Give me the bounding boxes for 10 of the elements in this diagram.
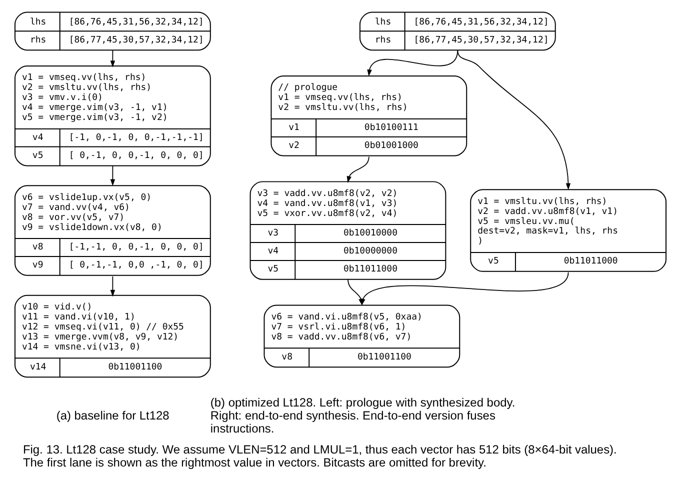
arrow <box>110 165 115 186</box>
arrow <box>110 276 115 297</box>
caption: Fig. 13. Lt128 case study. We assume VLEN=512 and LMUL=1, thus each vector has 512 bits (8×64-bit values). The first lane is shown as the rightmost value in vectors. Bitcasts are omitted for brevity. <box>22 442 616 470</box>
arrow <box>110 50 115 68</box>
arrow <box>346 156 369 184</box>
arrow <box>360 272 568 306</box>
label: (b) optimized Lt128. Left: prologue with synthesized body. Right: end-to-end synthesis. End-to-end version fuses instructions. <box>210 396 515 436</box>
arrow <box>456 50 570 190</box>
arrow <box>366 50 458 76</box>
label: (a) baseline for Lt128 <box>56 408 169 423</box>
